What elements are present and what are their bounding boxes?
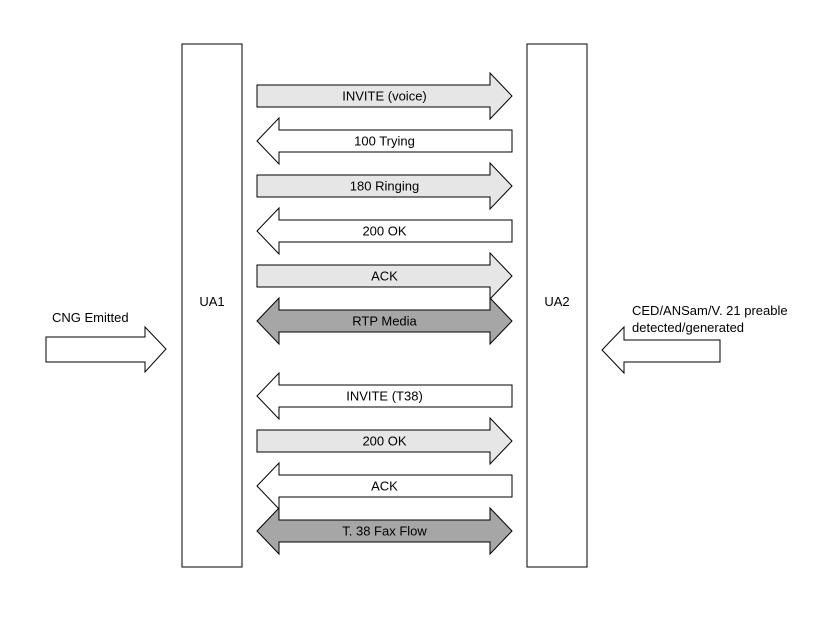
message-label: INVITE (voice) — [342, 89, 427, 104]
cng-emitted-label: CNG Emitted — [52, 310, 129, 325]
message-label: ACK — [371, 479, 398, 494]
message-arrow-shape — [256, 206, 513, 256]
message-arrow-shape — [256, 506, 513, 556]
message-arrow-shape — [256, 71, 513, 121]
message-arrow-shape — [256, 416, 513, 466]
ced-detected-label-line1: CED/ANSam/V. 21 preable — [632, 303, 788, 318]
message-arrow-shape — [256, 161, 513, 211]
ced-input-arrow — [601, 325, 721, 375]
ua2-lifeline-box — [526, 43, 588, 568]
message-arrows: INVITE (voice) 100 Trying 180 Ringing 200 O… — [256, 71, 513, 556]
message-arrow: INVITE (T38) — [256, 371, 513, 421]
ua1-lifeline-box — [181, 43, 243, 568]
message-arrow: INVITE (voice) — [256, 71, 513, 121]
message-label: ACK — [371, 269, 398, 284]
message-arrow: ACK — [256, 461, 513, 511]
message-label: INVITE (T38) — [346, 389, 423, 404]
message-label: 200 OK — [362, 224, 406, 239]
message-arrow-shape — [256, 371, 513, 421]
message-arrow-shape — [256, 461, 513, 511]
message-arrow: 200 OK — [256, 416, 513, 466]
message-arrow-shape — [256, 296, 513, 346]
message-arrow: 100 Trying — [256, 116, 513, 166]
ua1-label: UA1 — [199, 294, 224, 309]
message-arrow-shape — [256, 251, 513, 301]
message-label: 180 Ringing — [350, 179, 419, 194]
ua2-label: UA2 — [544, 294, 569, 309]
message-label: RTP Media — [352, 314, 417, 329]
message-arrow: 180 Ringing — [256, 161, 513, 211]
cng-input-arrow — [45, 325, 167, 374]
message-arrow-shape — [256, 116, 513, 166]
message-label: 100 Trying — [354, 134, 415, 149]
message-arrow: RTP Media — [256, 296, 513, 346]
message-arrow: ACK — [256, 251, 513, 301]
message-label: 200 OK — [362, 434, 406, 449]
message-label: T. 38 Fax Flow — [342, 524, 427, 539]
message-arrow: 200 OK — [256, 206, 513, 256]
ced-detected-label-line2: detected/generated — [632, 320, 744, 335]
message-arrow: T. 38 Fax Flow — [256, 506, 513, 556]
